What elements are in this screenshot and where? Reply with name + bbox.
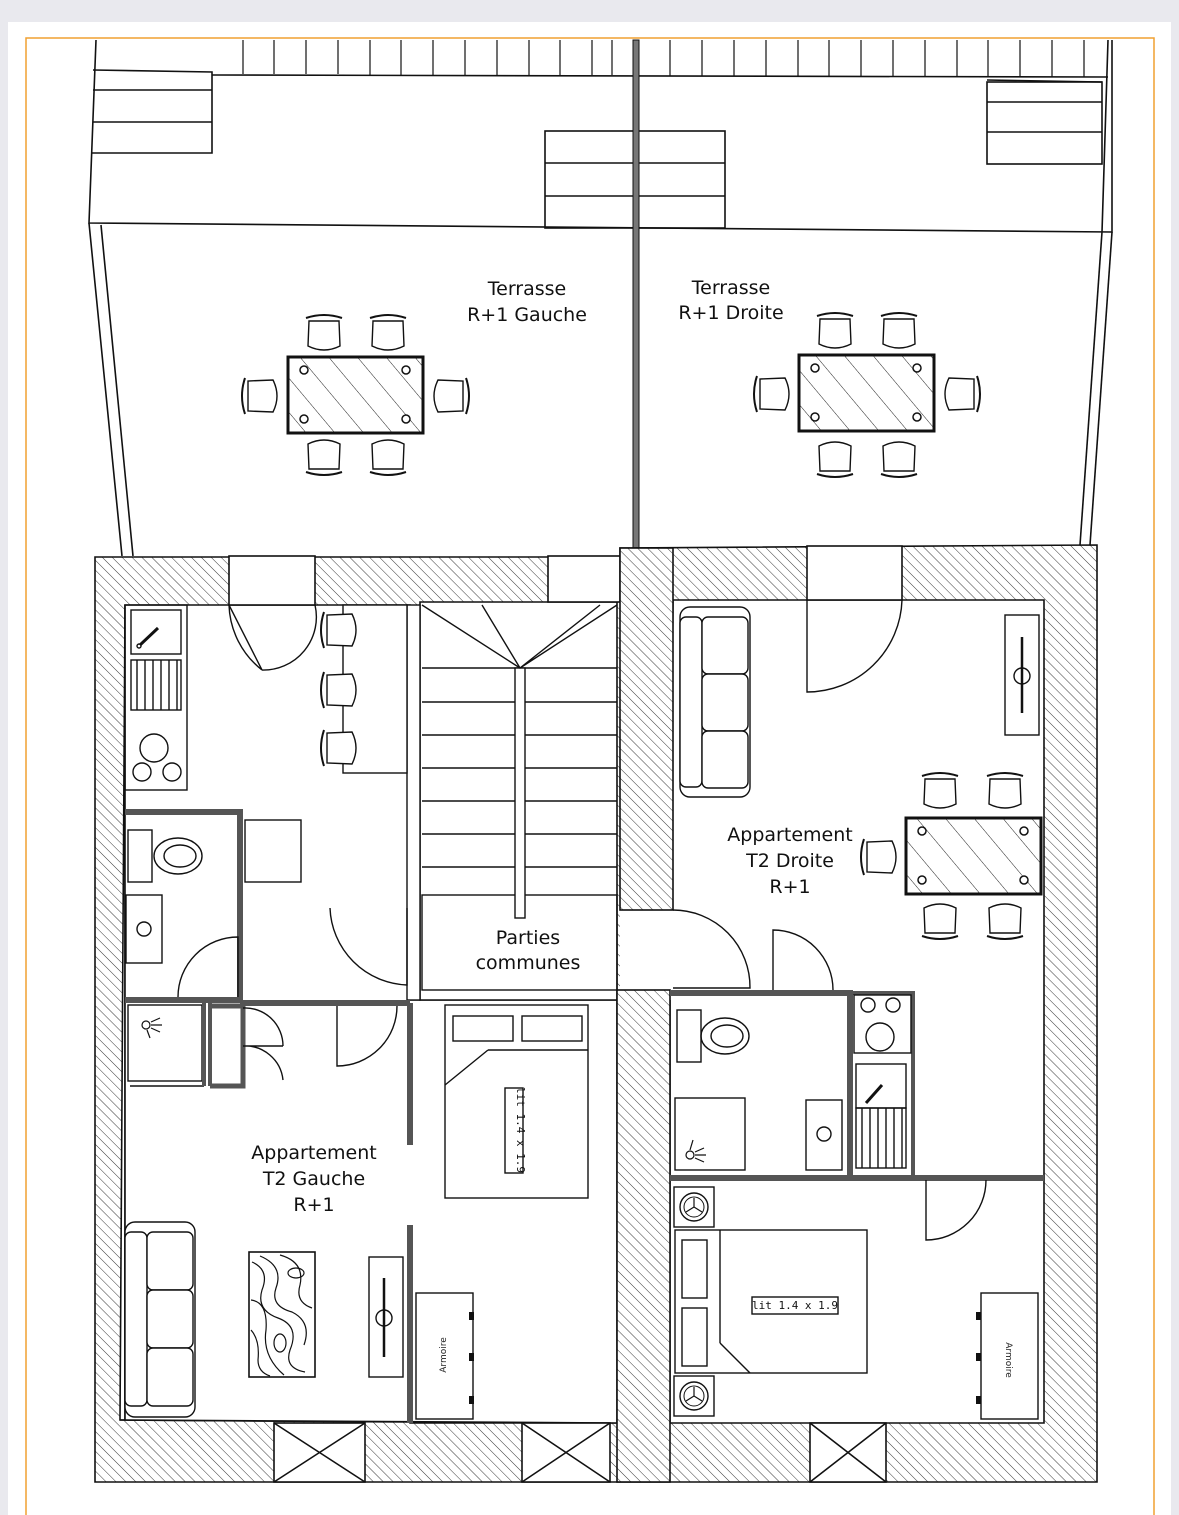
terrace-balusters	[242, 40, 1085, 77]
terrace-right-dining-set	[753, 312, 981, 478]
washing-machine-icon	[673, 1186, 715, 1228]
tv-unit-icon	[1004, 614, 1040, 736]
terrace-left-dining-set	[241, 314, 470, 476]
interior-walls-left	[240, 1000, 413, 1423]
apt-left-floor: R+1	[293, 1194, 334, 1216]
rug-icon	[248, 1251, 316, 1378]
dining-set-right	[860, 772, 1043, 940]
bed-left-label: lit 1.4 x 1.9	[514, 1087, 527, 1173]
door-swing-icon	[672, 909, 751, 989]
wardrobe-right-label: Armoire	[1003, 1342, 1013, 1378]
terrace-right-title: Terrasse	[691, 277, 771, 299]
wardrobe-icon: Armoire	[415, 1292, 474, 1420]
plan-sheet: lit 1.4 x 1.9 Armoire	[8, 22, 1171, 1515]
bed-right-label: lit 1.4 x 1.9	[752, 1299, 838, 1312]
sofa-icon	[124, 1221, 196, 1418]
door-swing-icon	[806, 599, 903, 693]
bottom-windows	[273, 1422, 887, 1483]
staircase-icon	[406, 604, 618, 1001]
shower-icon	[685, 1139, 706, 1163]
closet-left	[210, 1003, 284, 1089]
door-swing-icon	[228, 604, 318, 671]
terrace-outline	[88, 39, 1113, 557]
common-area-subtitle: communes	[476, 952, 581, 974]
terrace-right-subtitle: R+1 Droite	[678, 302, 783, 324]
apt-left-type: T2 Gauche	[262, 1168, 365, 1190]
terrace-divider	[632, 39, 640, 551]
sofa-icon	[679, 606, 751, 798]
wardrobe-icon: Armoire	[976, 1292, 1039, 1420]
apt-left-title: Appartement	[251, 1142, 376, 1164]
washing-machine-icon	[673, 1375, 715, 1417]
side-table	[244, 819, 302, 883]
apt-right-title: Appartement	[727, 824, 852, 846]
apt-right-floor: R+1	[769, 876, 810, 898]
party-wall	[616, 989, 671, 1483]
terrace-left-title: Terrasse	[487, 278, 567, 300]
floor-plan: lit 1.4 x 1.9 Armoire	[25, 37, 1155, 1515]
apt-right-type: T2 Droite	[745, 850, 834, 872]
wardrobe-left-label: Armoire	[439, 1337, 449, 1373]
tv-unit-icon	[368, 1256, 404, 1378]
door-swing-icon	[925, 1179, 987, 1241]
page-border	[25, 37, 1155, 1515]
shower-icon	[141, 1017, 162, 1039]
door-swing-icon	[329, 907, 408, 986]
bathroom-left	[125, 809, 243, 1087]
door-swing-icon	[336, 1005, 398, 1067]
terrace-left-subtitle: R+1 Gauche	[467, 304, 587, 326]
common-area-title: Parties	[496, 927, 560, 949]
kitchen-left	[124, 604, 188, 791]
party-wall-top	[619, 547, 674, 911]
bar-stools	[320, 604, 408, 774]
door-swing-icon	[772, 929, 834, 991]
bed-icon: lit 1.4 x 1.9	[674, 1229, 868, 1374]
bathroom-right	[670, 990, 1044, 1181]
bed-icon: lit 1.4 x 1.9	[444, 1004, 589, 1199]
openings	[228, 545, 903, 1000]
